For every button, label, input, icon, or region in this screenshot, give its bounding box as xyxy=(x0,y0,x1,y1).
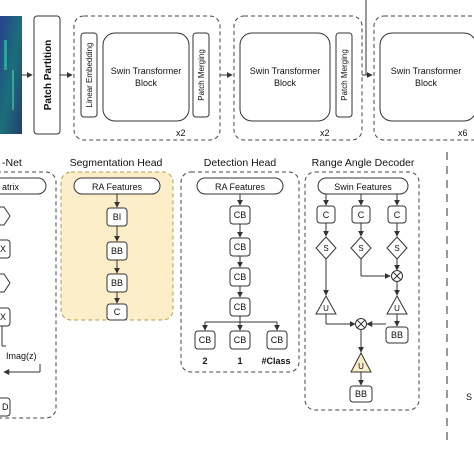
seg-node-3: BB xyxy=(111,278,123,288)
linear-embedding-label: Linear Embedding xyxy=(85,43,94,108)
rad-c-2: C xyxy=(358,210,365,220)
left-box-x1: X xyxy=(0,244,6,254)
seg-node-4: C xyxy=(114,307,121,317)
repeat-2: x2 xyxy=(320,128,330,138)
patch-merging-2-label: Patch Merging xyxy=(340,49,349,101)
rad-s-3: S xyxy=(394,244,399,253)
rad-u-3: U xyxy=(358,362,364,371)
seg-header: RA Features xyxy=(92,182,143,192)
det-branch-2: CB xyxy=(234,335,247,345)
input-spectrogram xyxy=(0,16,22,134)
swin-block-1-line2: Block xyxy=(135,78,158,88)
repeat-1: x2 xyxy=(176,128,186,138)
left-imag-label: Imag(z) xyxy=(6,351,37,361)
rad-u-2: U xyxy=(394,304,400,313)
patch-partition: Patch Partition xyxy=(33,15,61,135)
rad-bb-2: BB xyxy=(355,389,367,399)
rad-s-1: S xyxy=(323,244,328,253)
patch-partition-label: Patch Partition xyxy=(43,40,54,111)
det-output-1: 2 xyxy=(202,356,207,366)
det-branch-3: CB xyxy=(271,335,284,345)
det-header: RA Features xyxy=(215,182,266,192)
right-edge-label: S xyxy=(466,392,472,402)
rad-u-1: U xyxy=(323,304,329,313)
rad-s-2: S xyxy=(358,244,363,253)
rad-c-3: C xyxy=(394,210,401,220)
swin-block-2-line2: Block xyxy=(274,78,297,88)
detection-head-title: Detection Head xyxy=(204,157,277,169)
swin-block-1-line1: Swin Transformer xyxy=(111,66,182,76)
seg-node-2: BB xyxy=(111,246,123,256)
rad-header: Swin Features xyxy=(334,182,392,192)
left-partial-panel: -Net atrix X X Imag(z) D xyxy=(0,157,57,419)
swin-block-2-line1: Swin Transformer xyxy=(250,66,321,76)
detection-head: Detection Head RA Features CB CB CB CB C… xyxy=(180,157,300,373)
det-chain-2: CB xyxy=(234,242,247,252)
right-edge: S xyxy=(446,152,472,440)
det-branch-1: CB xyxy=(199,335,212,345)
left-hexagon-2 xyxy=(0,273,11,293)
stage-3: Swin Transformer Block x6 xyxy=(373,15,474,141)
stage-1: Linear Embedding Swin Transformer Block … xyxy=(73,15,221,141)
left-panel-title: -Net xyxy=(2,157,22,169)
seg-node-1: BI xyxy=(113,212,122,222)
det-chain-1: CB xyxy=(234,210,247,220)
rad-title: Range Angle Decoder xyxy=(312,157,415,169)
det-chain-3: CB xyxy=(234,272,247,282)
patch-merging-1-label: Patch Merging xyxy=(197,49,206,101)
left-bottom-box: D xyxy=(2,402,9,412)
rad-bb-1: BB xyxy=(391,330,403,340)
left-hexagon-1 xyxy=(0,206,11,226)
det-output-3: #Class xyxy=(261,356,290,366)
swin-block-3-line2: Block xyxy=(415,78,438,88)
det-output-2: 1 xyxy=(237,356,242,366)
repeat-3: x6 xyxy=(458,128,468,138)
range-angle-decoder: Range Angle Decoder Swin Features C C C … xyxy=(304,157,420,411)
segmentation-head-title: Segmentation Head xyxy=(70,157,163,169)
swin-block-3-line1: Swin Transformer xyxy=(391,66,462,76)
det-chain-4: CB xyxy=(234,302,247,312)
left-panel-header: atrix xyxy=(2,182,20,192)
rad-c-1: C xyxy=(323,210,330,220)
stage-2: Swin Transformer Block Patch Merging x2 xyxy=(233,15,363,141)
left-box-x2: X xyxy=(0,312,6,322)
segmentation-head: Segmentation Head RA Features BI BB BB C xyxy=(60,157,174,321)
